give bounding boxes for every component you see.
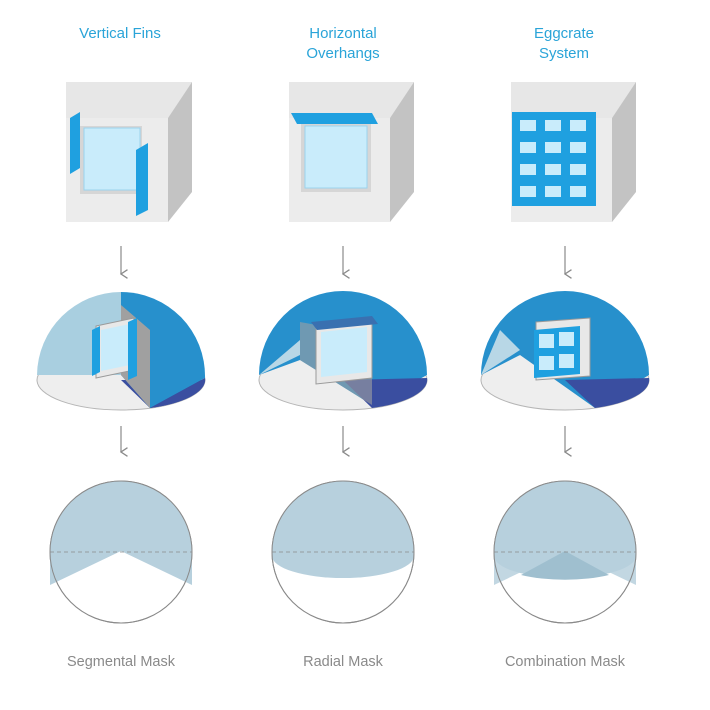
dome-horizontal-overhang	[258, 291, 428, 411]
title-vertical-fins: Vertical Fins	[20, 24, 220, 44]
caption-combination-mask: Combination Mask	[504, 654, 626, 670]
title-horizontal-overhangs: Horizontal Overhangs	[243, 24, 443, 64]
dome-vertical-fins	[36, 291, 206, 411]
combination-mask	[493, 480, 637, 624]
title-line: Overhangs	[306, 45, 380, 62]
caption-segmental-mask: Segmental Mask	[67, 654, 175, 670]
title-eggcrate-system: Eggcrate System	[464, 24, 664, 64]
title-line: Vertical Fins	[79, 25, 161, 42]
caption-radial-mask: Radial Mask	[303, 654, 383, 670]
radial-mask	[271, 480, 415, 624]
title-line: Horizontal	[309, 25, 377, 42]
dome-eggcrate	[480, 291, 650, 411]
vertical-fins-block	[66, 82, 192, 222]
title-line: System	[538, 45, 589, 62]
eggcrate-block	[511, 82, 636, 222]
segmental-mask	[49, 480, 193, 624]
title-line: Eggcrate	[533, 25, 595, 42]
horizontal-overhang-block	[289, 82, 414, 222]
